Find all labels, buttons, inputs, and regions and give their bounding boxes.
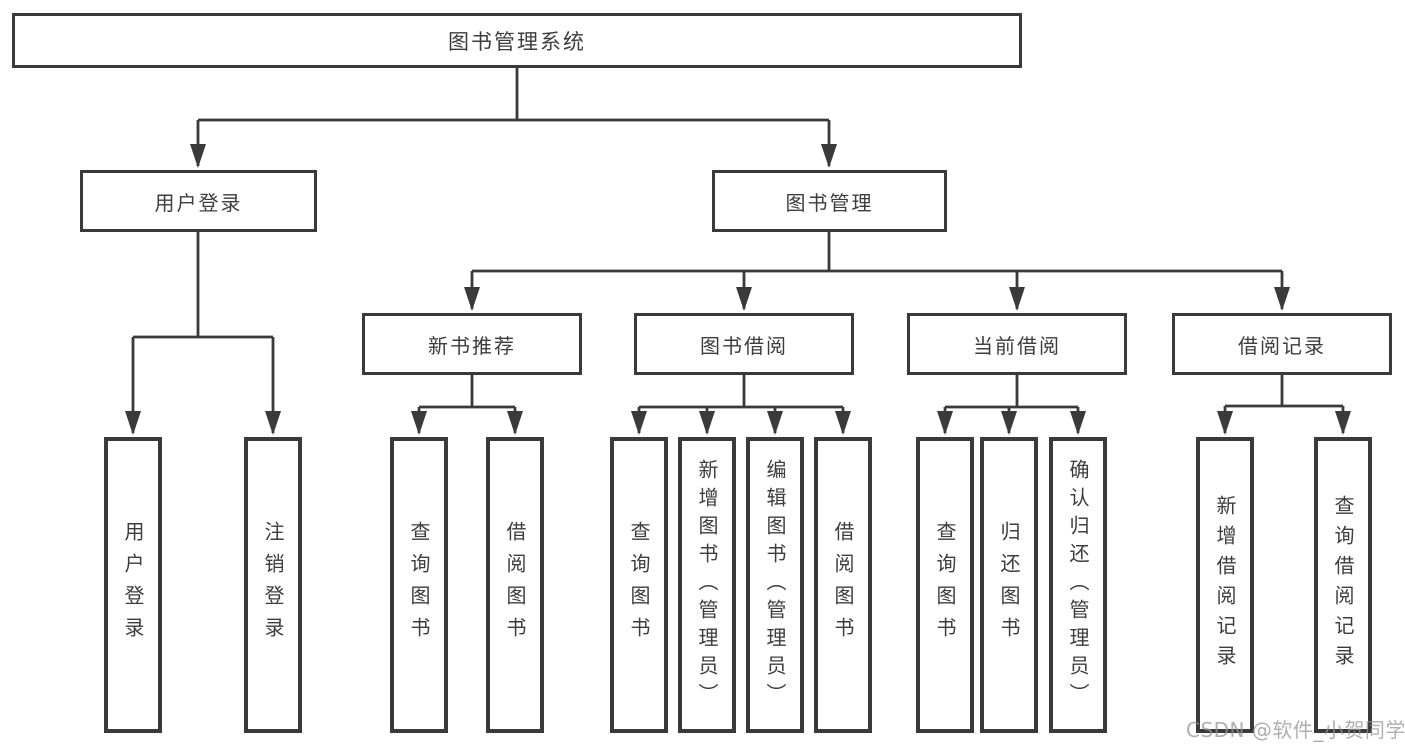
leaf-user-login: 用户登录 <box>104 437 162 733</box>
node-current-borrow: 当前借阅 <box>907 313 1127 375</box>
connectors-root-to-level2 <box>190 68 837 168</box>
connectors-borrow-records-to-leaves <box>1217 375 1351 435</box>
csdn-watermark: CSDN @软件_小贺同学 <box>1186 718 1405 742</box>
leaf-query-books-recommend: 查询图书 <box>390 437 448 733</box>
leaf-confirm-return-admin: 确认归还（管理员） <box>1049 437 1107 733</box>
node-root: 图书管理系统 <box>12 13 1022 68</box>
connectors-book-management-to-level3 <box>464 232 1290 311</box>
node-borrow-records: 借阅记录 <box>1172 313 1392 375</box>
leaf-logout: 注销登录 <box>244 437 302 733</box>
connectors-user-login-to-leaves <box>125 232 281 435</box>
connectors-current-borrow-to-leaves <box>937 375 1086 435</box>
leaf-borrow-books-recommend: 借阅图书 <box>486 437 544 733</box>
node-new-book-recommend: 新书推荐 <box>362 313 582 375</box>
node-book-management: 图书管理 <box>712 170 947 232</box>
leaf-query-books-current: 查询图书 <box>916 437 974 733</box>
leaf-return-books: 归还图书 <box>980 437 1038 733</box>
node-book-borrow: 图书借阅 <box>634 313 854 375</box>
node-user-login: 用户登录 <box>80 170 317 232</box>
leaf-borrow-books: 借阅图书 <box>814 437 872 733</box>
connectors-new-book-recommend-to-leaves <box>411 375 523 435</box>
leaf-query-borrow-record: 查询借阅记录 <box>1314 437 1372 733</box>
leaf-query-books-borrow: 查询图书 <box>610 437 668 733</box>
leaf-edit-books-admin: 编辑图书（管理员） <box>746 437 804 733</box>
leaf-add-books-admin: 新增图书（管理员） <box>678 437 736 733</box>
leaf-add-borrow-record: 新增借阅记录 <box>1196 437 1254 733</box>
connectors-book-borrow-to-leaves <box>631 375 851 435</box>
